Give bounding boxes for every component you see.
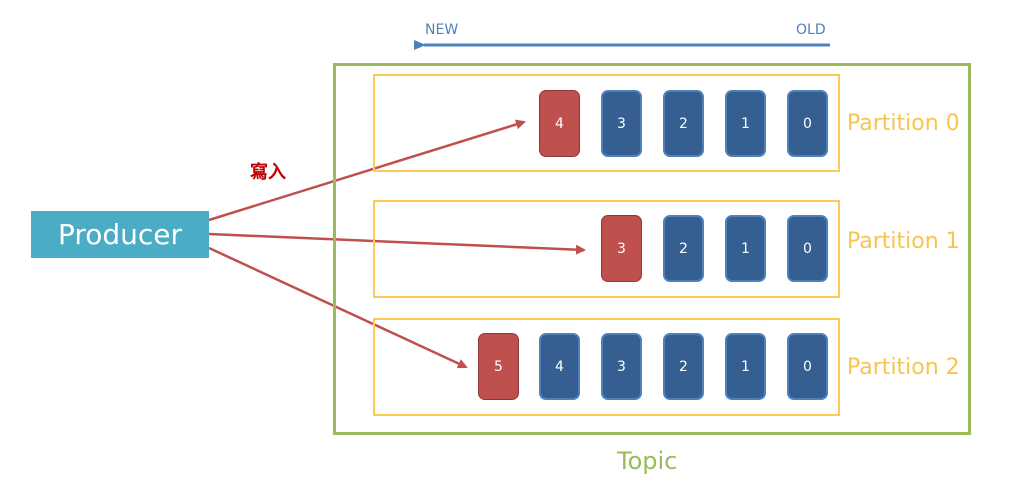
message-offset: 5 xyxy=(494,358,503,375)
message-offset: 0 xyxy=(803,240,812,257)
write-arrow-partition-0 xyxy=(208,119,526,222)
topic-label: Topic xyxy=(617,447,678,475)
write-arrow-partition-2 xyxy=(208,246,468,369)
topic-box xyxy=(333,63,971,435)
message-block: 0 xyxy=(787,90,828,157)
message-offset: 0 xyxy=(803,358,812,375)
partition-1-box xyxy=(373,200,840,298)
producer-box: Producer xyxy=(31,211,209,258)
message-block: 4 xyxy=(539,90,580,157)
message-offset: 3 xyxy=(617,240,626,257)
message-offset: 4 xyxy=(555,358,564,375)
partition-0-label: Partition 0 xyxy=(847,111,960,136)
message-block: 2 xyxy=(663,215,704,282)
message-offset: 1 xyxy=(741,358,750,375)
message-block: 2 xyxy=(663,90,704,157)
message-offset: 2 xyxy=(679,115,688,132)
partition-2-label: Partition 2 xyxy=(847,355,960,380)
message-block: 3 xyxy=(601,215,642,282)
message-offset: 1 xyxy=(741,115,750,132)
message-offset: 0 xyxy=(803,115,812,132)
message-offset: 3 xyxy=(617,115,626,132)
write-label: 寫入 xyxy=(250,162,286,183)
partition-1-label: Partition 1 xyxy=(847,229,960,254)
new-label: NEW xyxy=(425,22,459,38)
message-block: 2 xyxy=(663,333,704,400)
message-block: 1 xyxy=(725,90,766,157)
message-block: 1 xyxy=(725,215,766,282)
message-block: 1 xyxy=(725,333,766,400)
message-block: 3 xyxy=(601,333,642,400)
message-offset: 3 xyxy=(617,358,626,375)
producer-label: Producer xyxy=(57,218,183,251)
partition-0-box xyxy=(373,74,840,172)
old-label: OLD xyxy=(796,22,826,38)
message-offset: 4 xyxy=(555,115,564,132)
message-block: 5 xyxy=(478,333,519,400)
message-block: 4 xyxy=(539,333,580,400)
message-offset: 2 xyxy=(679,240,688,257)
message-block: 0 xyxy=(787,215,828,282)
message-offset: 2 xyxy=(679,358,688,375)
message-block: 0 xyxy=(787,333,828,400)
message-block: 3 xyxy=(601,90,642,157)
write-arrow-partition-1 xyxy=(208,232,586,255)
message-offset: 1 xyxy=(741,240,750,257)
partition-2-box xyxy=(373,318,840,416)
